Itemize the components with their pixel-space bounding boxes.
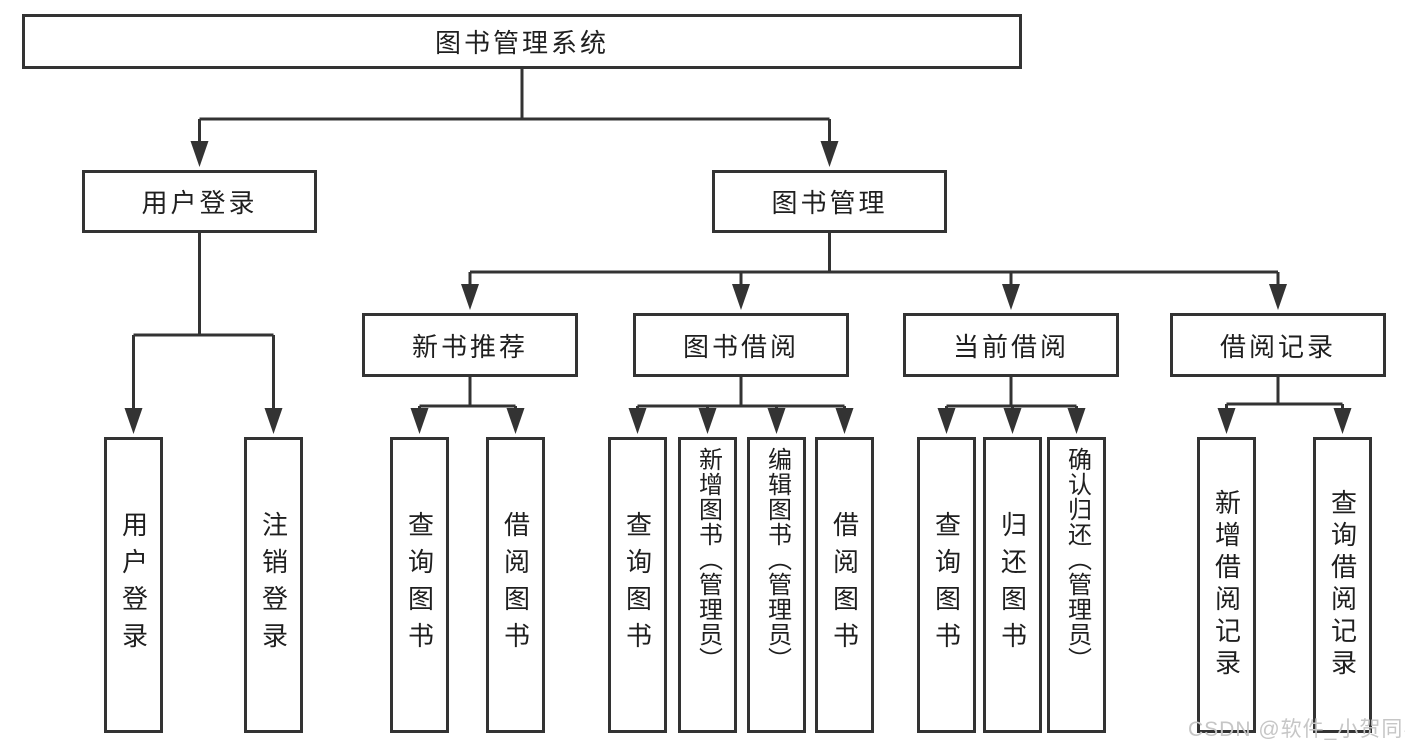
leaf-confirm-return-admin: 确认归还（管理员） — [1047, 437, 1106, 733]
node-borrow-records: 借阅记录 — [1170, 313, 1386, 377]
leaf-user-login-label: 用户登录 — [118, 511, 149, 659]
leaf-borrow-books: 借阅图书 — [815, 437, 874, 733]
leaf-add-borrow-record: 新增借阅记录 — [1197, 437, 1256, 733]
leaf-borrow-books-recommend-label: 借阅图书 — [500, 511, 531, 659]
node-user-login: 用户登录 — [82, 170, 317, 233]
leaf-edit-books-admin: 编辑图书（管理员） — [747, 437, 806, 733]
leaf-logout: 注销登录 — [244, 437, 303, 733]
leaf-return-books-label: 归还图书 — [997, 511, 1028, 659]
leaf-add-books-admin: 新增图书（管理员） — [678, 437, 737, 733]
node-library-management-system: 图书管理系统 — [22, 14, 1022, 69]
leaf-query-books-recommend-label: 查询图书 — [404, 511, 435, 659]
leaf-query-borrow-record: 查询借阅记录 — [1313, 437, 1372, 733]
node-book-management: 图书管理 — [712, 170, 947, 233]
leaf-query-books-recommend: 查询图书 — [390, 437, 449, 733]
leaf-query-borrow-record-label: 查询借阅记录 — [1327, 489, 1358, 681]
node-current-borrow: 当前借阅 — [903, 313, 1119, 377]
arrowheads — [124, 141, 1352, 434]
leaf-edit-books-admin-label: 编辑图书（管理员） — [763, 447, 791, 672]
leaf-logout-label: 注销登录 — [258, 511, 289, 659]
leaf-query-books-current: 查询图书 — [917, 437, 976, 733]
csdn-watermark: CSDN @软件_小贺同学 — [1188, 718, 1405, 741]
leaf-query-books-current-label: 查询图书 — [931, 511, 962, 659]
leaf-query-books-borrow: 查询图书 — [608, 437, 667, 733]
leaf-add-borrow-record-label: 新增借阅记录 — [1211, 489, 1242, 681]
leaf-borrow-books-recommend: 借阅图书 — [486, 437, 545, 733]
leaf-user-login: 用户登录 — [104, 437, 163, 733]
node-new-book-recommend: 新书推荐 — [362, 313, 578, 377]
leaf-return-books: 归还图书 — [983, 437, 1042, 733]
leaf-add-books-admin-label: 新增图书（管理员） — [694, 447, 722, 672]
node-book-borrow: 图书借阅 — [633, 313, 849, 377]
leaf-borrow-books-label: 借阅图书 — [829, 511, 860, 659]
leaf-confirm-return-admin-label: 确认归还（管理员） — [1063, 447, 1091, 672]
leaf-query-books-borrow-label: 查询图书 — [622, 511, 653, 659]
